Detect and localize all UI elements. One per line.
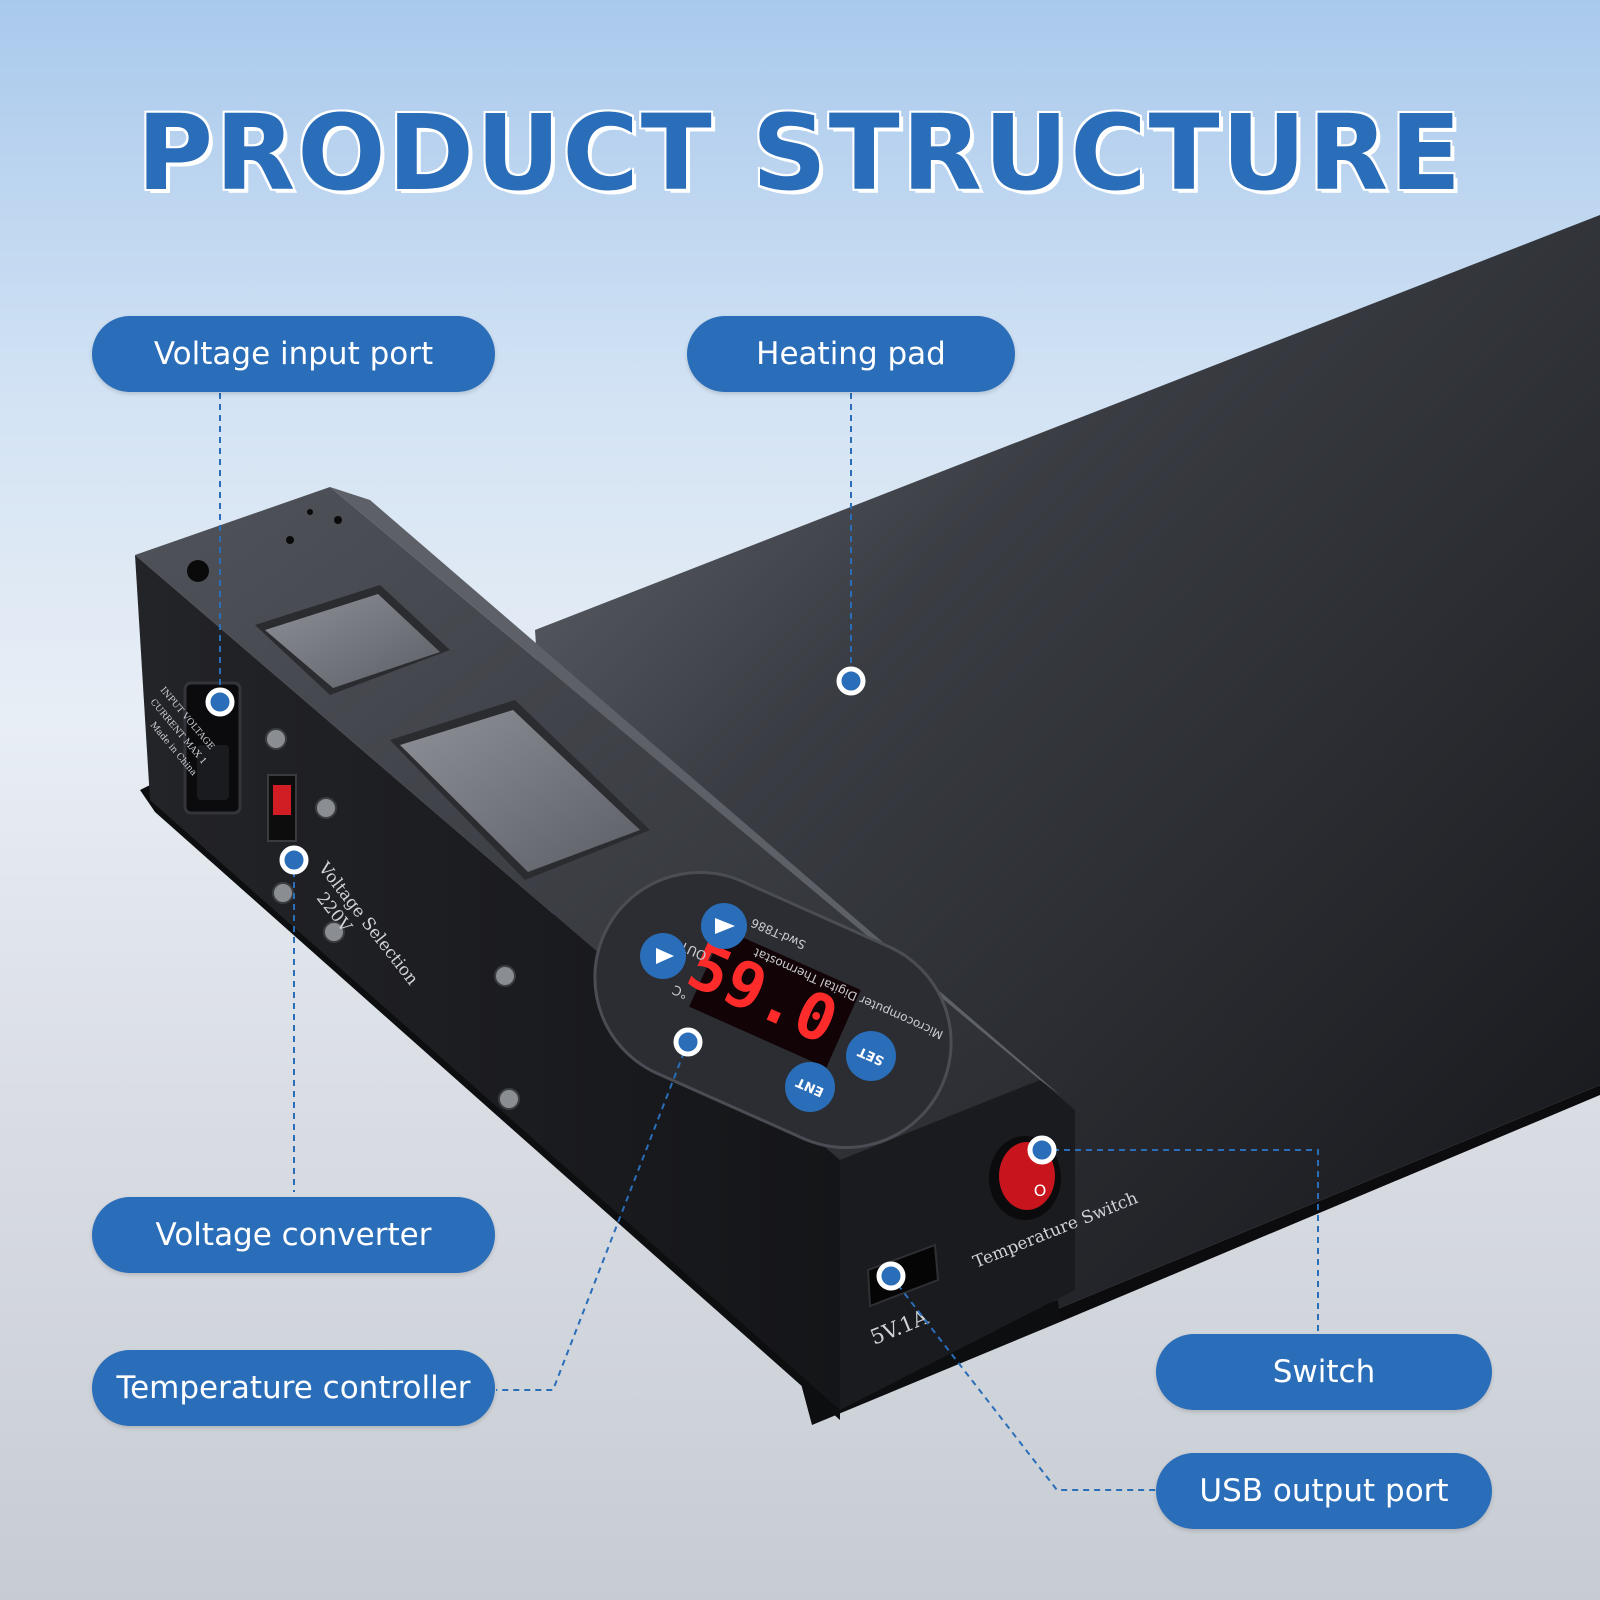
label-temperature-controller: Temperature controller xyxy=(92,1350,495,1426)
label-voltage-converter: Voltage converter xyxy=(92,1197,495,1273)
label-switch-text: Switch xyxy=(1272,1354,1376,1390)
up-arrow-button[interactable] xyxy=(701,903,747,949)
callout-dots xyxy=(205,666,1057,1291)
label-switch: Switch xyxy=(1156,1334,1492,1410)
power-socket xyxy=(183,681,242,815)
down-arrow-button[interactable] xyxy=(640,933,686,979)
celsius-unit: °C xyxy=(670,981,690,1001)
label-voltage-input-port: Voltage input port xyxy=(92,316,495,392)
label-heating-pad-text: Heating pad xyxy=(756,336,946,372)
label-usb-output-port-text: USB output port xyxy=(1199,1473,1449,1509)
voltage-selector[interactable] xyxy=(267,774,297,842)
label-voltage-converter-text: Voltage converter xyxy=(155,1217,432,1253)
rocker-switch-mark: O xyxy=(1034,1181,1047,1200)
leader-lines xyxy=(219,393,1319,1491)
side-screws xyxy=(265,728,520,1110)
set-button[interactable] xyxy=(846,1031,896,1081)
label-voltage-input-port-text: Voltage input port xyxy=(153,336,434,372)
label-usb-output-port: USB output port xyxy=(1156,1453,1492,1529)
label-temperature-controller-text: Temperature controller xyxy=(116,1370,471,1406)
top-face-details xyxy=(187,509,650,880)
label-heating-pad: Heating pad xyxy=(687,316,1015,392)
ent-button[interactable] xyxy=(785,1062,835,1112)
page-title: PRODUCT STRUCTURE xyxy=(136,92,1464,214)
